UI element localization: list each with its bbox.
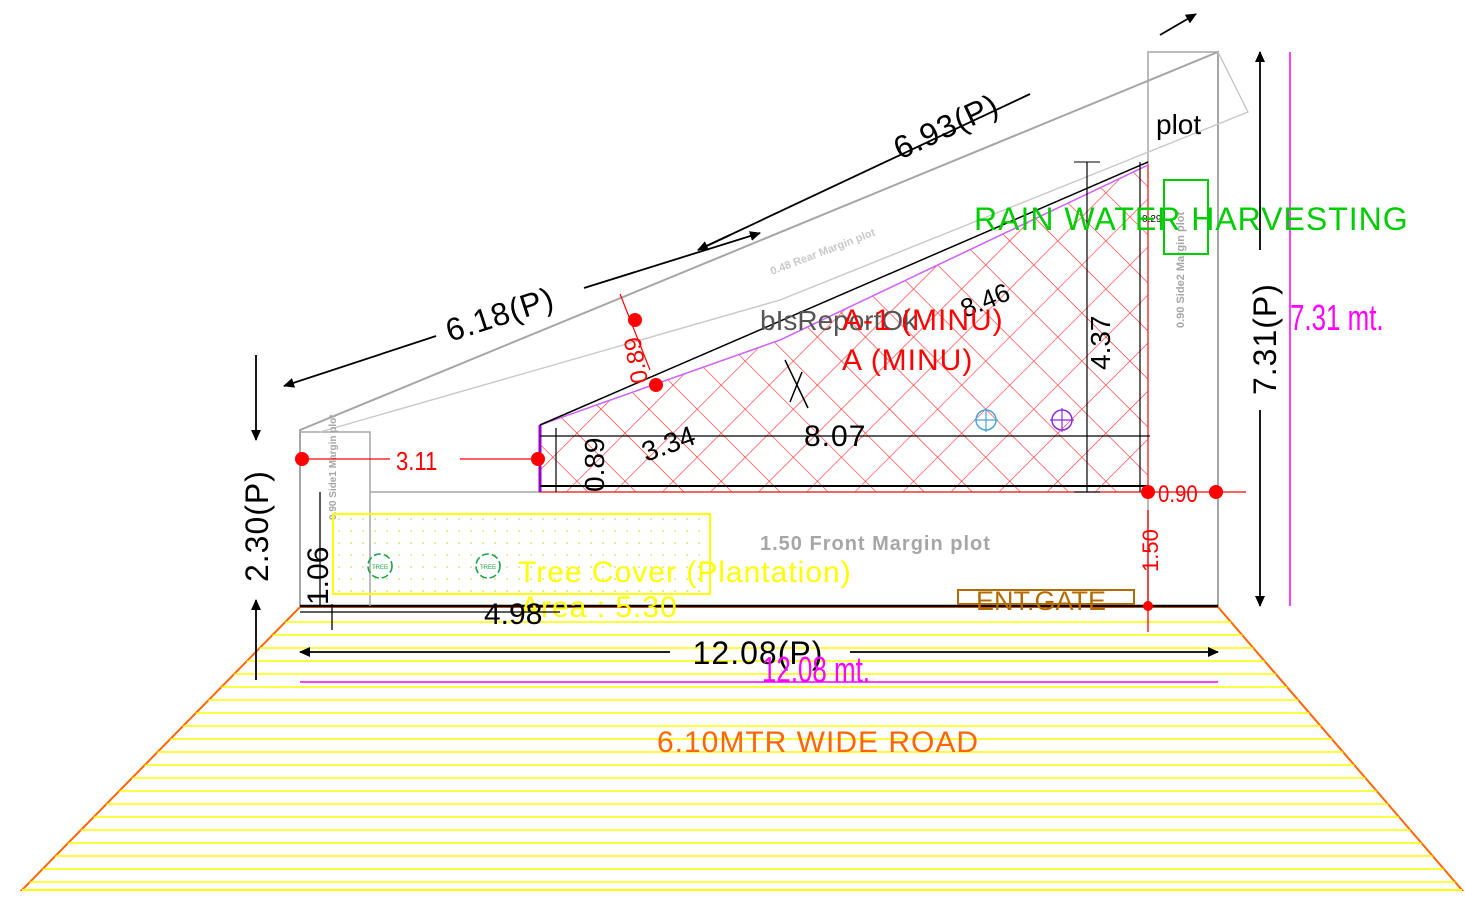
inner-089-label: 0.89: [579, 438, 610, 493]
road: 6.10MTR WIDE ROAD: [19, 606, 1465, 891]
red-150-label: 1.50: [1138, 529, 1163, 572]
dim-point: [1143, 601, 1153, 611]
dim-point: [295, 452, 309, 466]
dim-right-side-mt-label: 7.31 mt.: [1290, 298, 1384, 338]
rwh-label: RAIN WATER HARVESTING: [974, 201, 1409, 237]
red-090-label: 0.90: [1158, 480, 1198, 507]
report-ok-label: bIsReportOk: [760, 305, 918, 336]
dim-point: [1209, 485, 1223, 499]
dim-left-side-label: 2.30(P): [239, 470, 275, 582]
dim-point: [531, 452, 545, 466]
dim-point: [628, 313, 642, 327]
front-margin-label: 1.50 Front Margin plot: [760, 533, 991, 555]
side2-margin-label: 0.90 Side2 Margin plot: [1175, 212, 1187, 328]
svg-text:TREE: TREE: [480, 565, 496, 571]
dim-front-inner-label: 4.98: [484, 598, 542, 631]
dim-front-label: 12.08(P): [693, 635, 824, 671]
dim-rear-upper-label: 6.93(P): [888, 86, 1005, 166]
circle-symbol-blue-icon: [974, 408, 998, 432]
inner-807-label: 8.07: [804, 420, 866, 453]
road-hatch: [22, 621, 1462, 883]
a1-minu-label: A-1 (MINU): [842, 304, 1004, 337]
dim-point: [1141, 485, 1155, 499]
dim-point: [649, 378, 663, 392]
road-label: 6.10MTR WIDE ROAD: [657, 726, 979, 759]
circle-symbol-purple-icon: [1050, 408, 1074, 432]
dim-rear-lower: [283, 231, 761, 388]
rwh-box: [1163, 179, 1209, 255]
dim-rear-upper: [697, 13, 1197, 251]
tree-cover-label: Tree Cover (Plantation): [518, 556, 852, 589]
side1-margin-label: 0.90 Side1 Margin plot: [328, 414, 339, 520]
dim-rear-lower-label: 6.18(P): [441, 280, 559, 349]
dim-front-inner: [300, 604, 560, 630]
tree-icon: TREE: [367, 553, 393, 579]
red-089-label: 0.89: [619, 335, 654, 386]
tree-icon: TREE: [475, 553, 501, 579]
entrance-gate: ENT.GATE: [957, 586, 1135, 616]
red-311-label: 3.11: [396, 447, 437, 476]
inner-437-label: 4.37: [1085, 316, 1116, 371]
small-029-label: 0.29: [1142, 214, 1162, 225]
a-minu-label: A (MINU): [842, 344, 973, 377]
diagonal-dim-line: [539, 161, 1149, 426]
tree-area-label: Area : 5.30: [520, 591, 678, 624]
dim-front-mt-label: 12.08 mt.: [762, 650, 870, 690]
building-footprint: [538, 161, 1150, 493]
rear-margin-label: 0.48 Rear Margin plot: [769, 227, 877, 278]
tree-cover-area: TREE TREE Tree Cover (Plantation) Area :…: [332, 513, 852, 624]
dim-right-side-label: 7.31(P): [1247, 283, 1283, 395]
plot-label: plot: [1156, 109, 1201, 140]
ent-gate-label: ENT.GATE: [976, 586, 1106, 616]
dim-left-inner-label: 1.06: [302, 547, 335, 605]
svg-text:TREE: TREE: [372, 565, 388, 571]
